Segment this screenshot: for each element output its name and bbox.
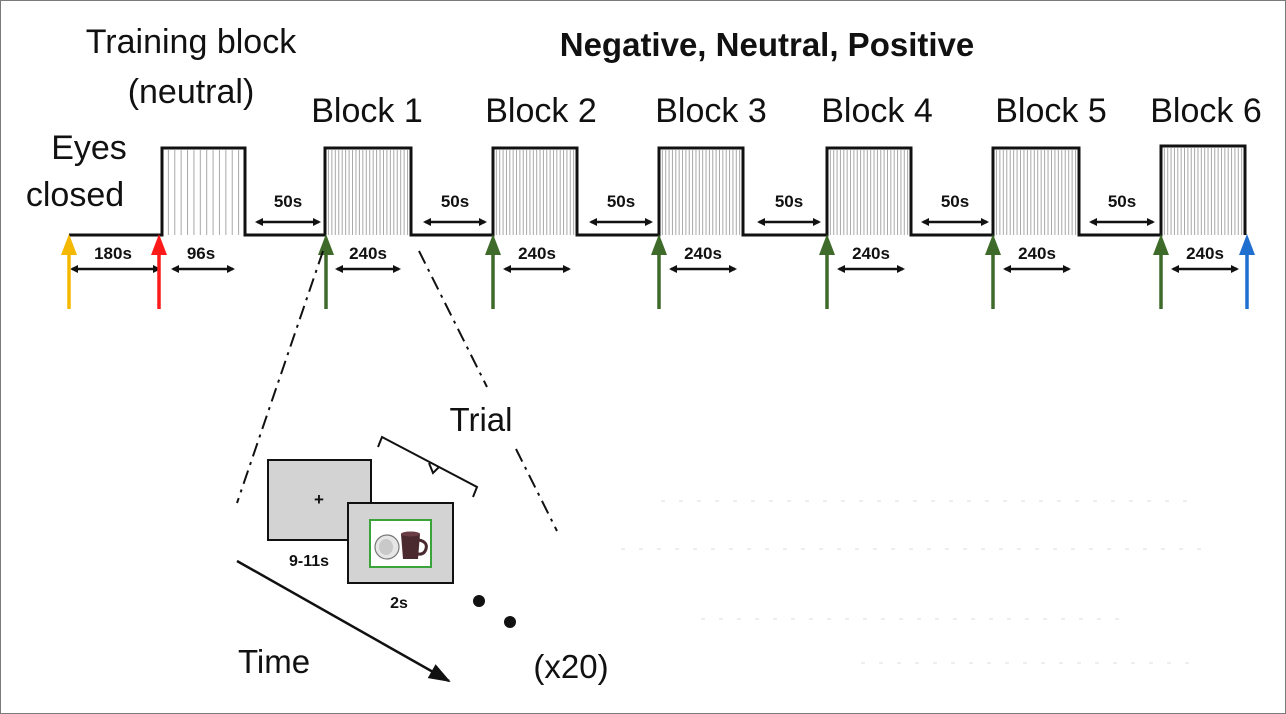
training-block-subtitle: (neutral): [128, 73, 255, 111]
fixation-cross: +: [314, 490, 324, 509]
block-label-1: Block 1: [311, 92, 423, 130]
rest-duration: 50s: [274, 192, 302, 211]
coffee-cup-image: [374, 531, 428, 560]
zoom-line-right-lower: [515, 448, 558, 532]
training-start-marker-up-arrow-icon: [151, 234, 167, 309]
start-marker-up-arrow-icon: [61, 234, 77, 309]
block-label-3: Block 3: [655, 92, 767, 130]
rest-duration: 50s: [441, 192, 469, 211]
block-durations: 240s 240s 240s 240s 240s 240s: [335, 244, 1239, 273]
block-start-marker-up-arrow-icon: [819, 234, 835, 309]
block-start-marker-up-arrow-icon: [485, 234, 501, 309]
repeat-count: (x20): [533, 648, 608, 685]
time-label: Time: [238, 643, 310, 680]
block-duration: 240s: [349, 244, 387, 263]
trial-label: Trial: [450, 401, 513, 438]
timeline-trace: [69, 144, 1247, 237]
block-duration: 240s: [852, 244, 890, 263]
rest-duration: 50s: [941, 192, 969, 211]
rest-intervals: 50s 50s 50s 50s 50s 50s: [255, 192, 1155, 226]
zoom-line-right: [418, 250, 488, 388]
fixation-duration: 9-11s: [289, 553, 329, 570]
faint-dashes: [621, 500, 1201, 664]
duration-eyes-closed: 180s: [94, 244, 132, 263]
block-duration: 240s: [1186, 244, 1224, 263]
block-label-5: Block 5: [995, 92, 1107, 130]
fixation-screen: [267, 459, 372, 541]
event-markers: [61, 234, 1255, 309]
block-label-6: Block 6: [1150, 92, 1262, 130]
block-duration: 240s: [518, 244, 556, 263]
block-start-marker-up-arrow-icon: [318, 234, 334, 309]
rest-duration: 50s: [607, 192, 635, 211]
block-label-4: Block 4: [821, 92, 933, 130]
end-marker-up-arrow-icon: [1239, 234, 1255, 309]
ellipsis-dot-icon: [473, 595, 485, 607]
rest-duration: 50s: [1108, 192, 1136, 211]
block-start-marker-up-arrow-icon: [651, 234, 667, 309]
block-start-marker-up-arrow-icon: [1153, 234, 1169, 309]
training-block-title: Training block: [86, 23, 297, 61]
trial-bracket: [377, 435, 479, 498]
rest-duration: 50s: [775, 192, 803, 211]
duration-training: 96s: [187, 244, 215, 263]
eyes-closed-line1: Eyes: [51, 129, 127, 167]
conditions-heading: Negative, Neutral, Positive: [560, 26, 974, 63]
block-label-2: Block 2: [485, 92, 597, 130]
ellipsis-dot-icon: [504, 616, 516, 628]
time-arrow: [236, 559, 451, 683]
block-duration: 240s: [684, 244, 722, 263]
stimulus-hatching: [167, 148, 1243, 235]
eyes-closed-line2: closed: [26, 176, 124, 214]
image-duration: 2s: [390, 595, 408, 612]
block-start-marker-up-arrow-icon: [985, 234, 1001, 309]
block-duration: 240s: [1018, 244, 1056, 263]
